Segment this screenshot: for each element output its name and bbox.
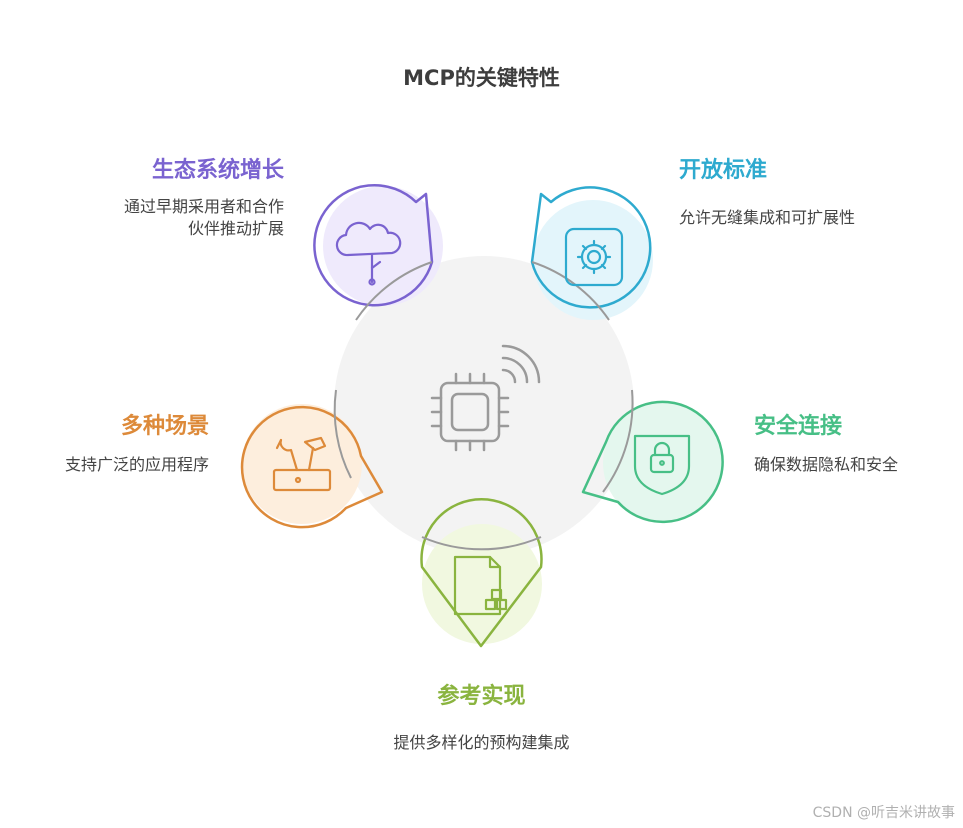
- tools-icon: [272, 436, 332, 492]
- feature-desc-ecosystem: 通过早期采用者和合作 伙伴推动扩展: [124, 196, 284, 240]
- feature-desc-open-standard: 允许无缝集成和可扩展性: [679, 208, 856, 227]
- document-blocks-icon: [453, 555, 508, 616]
- gear-icon: [564, 227, 624, 287]
- feature-node-open-standard: [530, 186, 653, 321]
- chip-signal-icon: [430, 344, 541, 452]
- feature-node-reference: [420, 498, 543, 648]
- feature-node-security: [581, 389, 724, 524]
- feature-desc-ecosystem-line1: 通过早期采用者和合作: [123, 197, 284, 216]
- feature-title-ecosystem: 生态系统增长: [151, 158, 284, 183]
- watermark: CSDN @听吉米讲故事: [812, 805, 955, 821]
- feature-desc-reference: 提供多样化的预构建集成: [393, 733, 570, 752]
- center-disc: [334, 256, 634, 556]
- cloud-icon: [335, 221, 402, 286]
- feature-desc-security: 确保数据隐私和安全: [754, 455, 899, 474]
- feature-title-security: 安全连接: [754, 414, 843, 439]
- feature-title-scenarios: 多种场景: [120, 414, 209, 439]
- feature-desc-scenarios: 支持广泛的应用程序: [64, 455, 209, 474]
- feature-title-reference: 参考实现: [437, 684, 526, 709]
- feature-node-scenarios: [240, 389, 384, 529]
- feature-title-open-standard: 开放标准: [679, 158, 768, 183]
- feature-desc-ecosystem-line2: 伙伴推动扩展: [187, 219, 284, 238]
- page-title: MCP的关键特性: [403, 66, 560, 90]
- shield-lock-icon: [633, 434, 691, 496]
- feature-node-ecosystem: [313, 183, 443, 321]
